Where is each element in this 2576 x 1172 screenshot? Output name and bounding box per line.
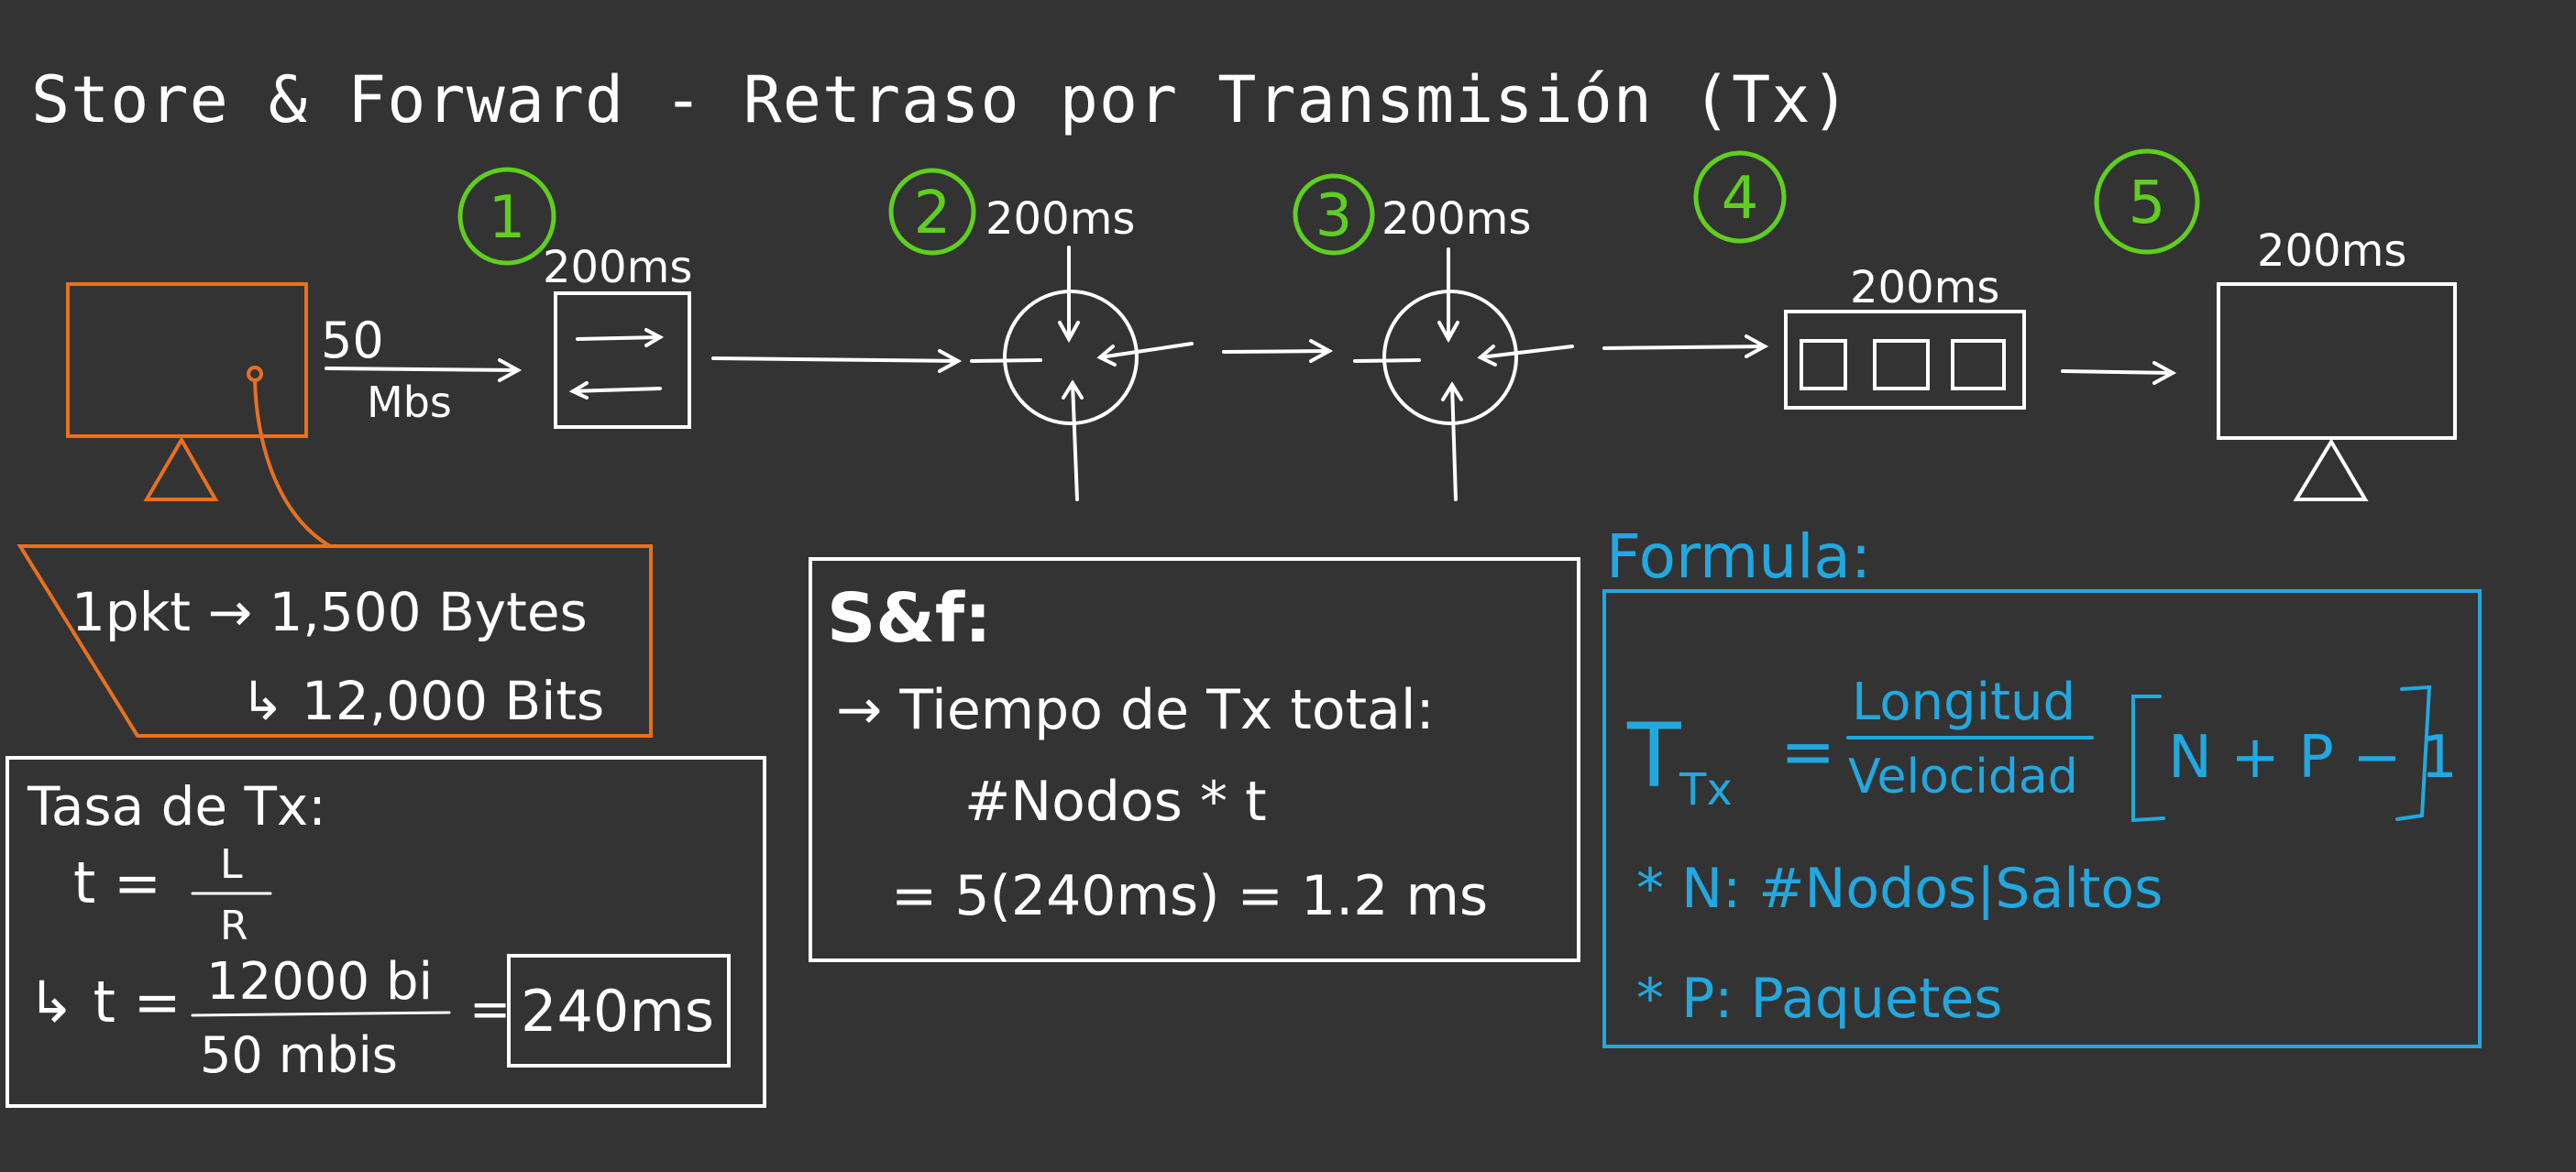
node-number-circle-2 (888, 168, 976, 256)
saf-heading: S&f: (827, 579, 992, 658)
node-number-1: 1 (489, 184, 526, 252)
packet-note-line1: 1pkt → 1,500 Bytes (72, 581, 588, 643)
source-host (66, 282, 332, 548)
formula-lhs-sub: Tx (1679, 764, 1733, 816)
formula-bracket-left (2131, 695, 2165, 823)
link-arrow-1 (325, 358, 523, 382)
node-delay-5: 200ms (2257, 225, 2406, 277)
formula-numerator: Longitud (1852, 673, 2075, 732)
link-arrow-5 (2061, 361, 2177, 385)
tx-rate-frame (6, 756, 766, 1108)
formula-frame (1602, 589, 2482, 1048)
node-3-router (1353, 247, 1574, 501)
node-delay-4: 200ms (1850, 262, 1999, 313)
link-rate-value: 50 (321, 312, 384, 369)
node-2-router (970, 246, 1194, 501)
destination-host (2217, 282, 2457, 501)
saf-frame (809, 557, 1580, 962)
link-arrow-2 (711, 349, 963, 373)
tx-calc-num: 12000 bi (206, 952, 433, 1012)
formula-lhs: T (1626, 705, 1681, 807)
saf-line1: → Tiempo de Tx total: (836, 678, 1435, 742)
link-arrow-4 (1602, 334, 1769, 358)
formula-bracket-right (2395, 685, 2432, 821)
page-title: Store & Forward - Retraso por Transmisió… (31, 62, 1851, 137)
tx-calc-equals: = (469, 980, 511, 1038)
tx-formula-lhs: t = (73, 849, 161, 916)
tx-result: 240ms (521, 978, 714, 1045)
formula-note-p: * P: Paquetes (1636, 967, 2003, 1031)
node-number-circle-3 (1293, 173, 1375, 256)
destination-stand (2293, 438, 2369, 501)
node-number-5: 5 (2129, 170, 2166, 237)
link-rate-unit: Mbs (367, 378, 452, 427)
node-delay-2: 200ms (985, 193, 1135, 245)
saf-line3: = 5(240ms) = 1.2 ms (891, 864, 1488, 928)
source-monitor (66, 282, 308, 438)
node-number-circle-5 (2094, 148, 2200, 255)
source-stand (143, 435, 219, 501)
node-number-circle-4 (1693, 150, 1787, 244)
formula-note-n: * N: #Nodos|Saltos (1636, 857, 2163, 921)
packet-note-frame (17, 544, 653, 738)
destination-monitor (2217, 282, 2457, 440)
tx-calc-den: 50 mbis (200, 1026, 398, 1084)
tx-calc-bar (191, 1011, 451, 1017)
formula-equals: = (1780, 713, 1835, 790)
node-number-2: 2 (914, 180, 952, 247)
source-pointer-line (253, 378, 332, 548)
packet-note-line2: ↳ 12,000 Bits (240, 670, 604, 732)
saf-line2: #Nodos * t (964, 770, 1267, 834)
tx-rate-heading: Tasa de Tx: (27, 775, 326, 838)
node-4-queue (1784, 310, 2026, 410)
node-number-circle-1 (457, 167, 556, 266)
tx-result-frame (507, 954, 731, 1068)
node-delay-1: 200ms (543, 242, 692, 293)
node-number-3: 3 (1316, 182, 1353, 250)
link-arrow-3 (1222, 339, 1334, 363)
node-1-switch (554, 291, 691, 429)
formula-bracket-content: N + P − 1 (2168, 724, 2458, 792)
node-number-4: 4 (1722, 165, 1759, 233)
node-delay-3: 200ms (1382, 193, 1531, 245)
tx-formula-num: L (220, 841, 243, 888)
tx-formula-den: R (220, 903, 248, 949)
formula-label: Formula: (1606, 521, 1871, 592)
formula-denominator: Velocidad (1848, 750, 2078, 805)
tx-calc-lhs: ↳ t = (28, 969, 182, 1035)
